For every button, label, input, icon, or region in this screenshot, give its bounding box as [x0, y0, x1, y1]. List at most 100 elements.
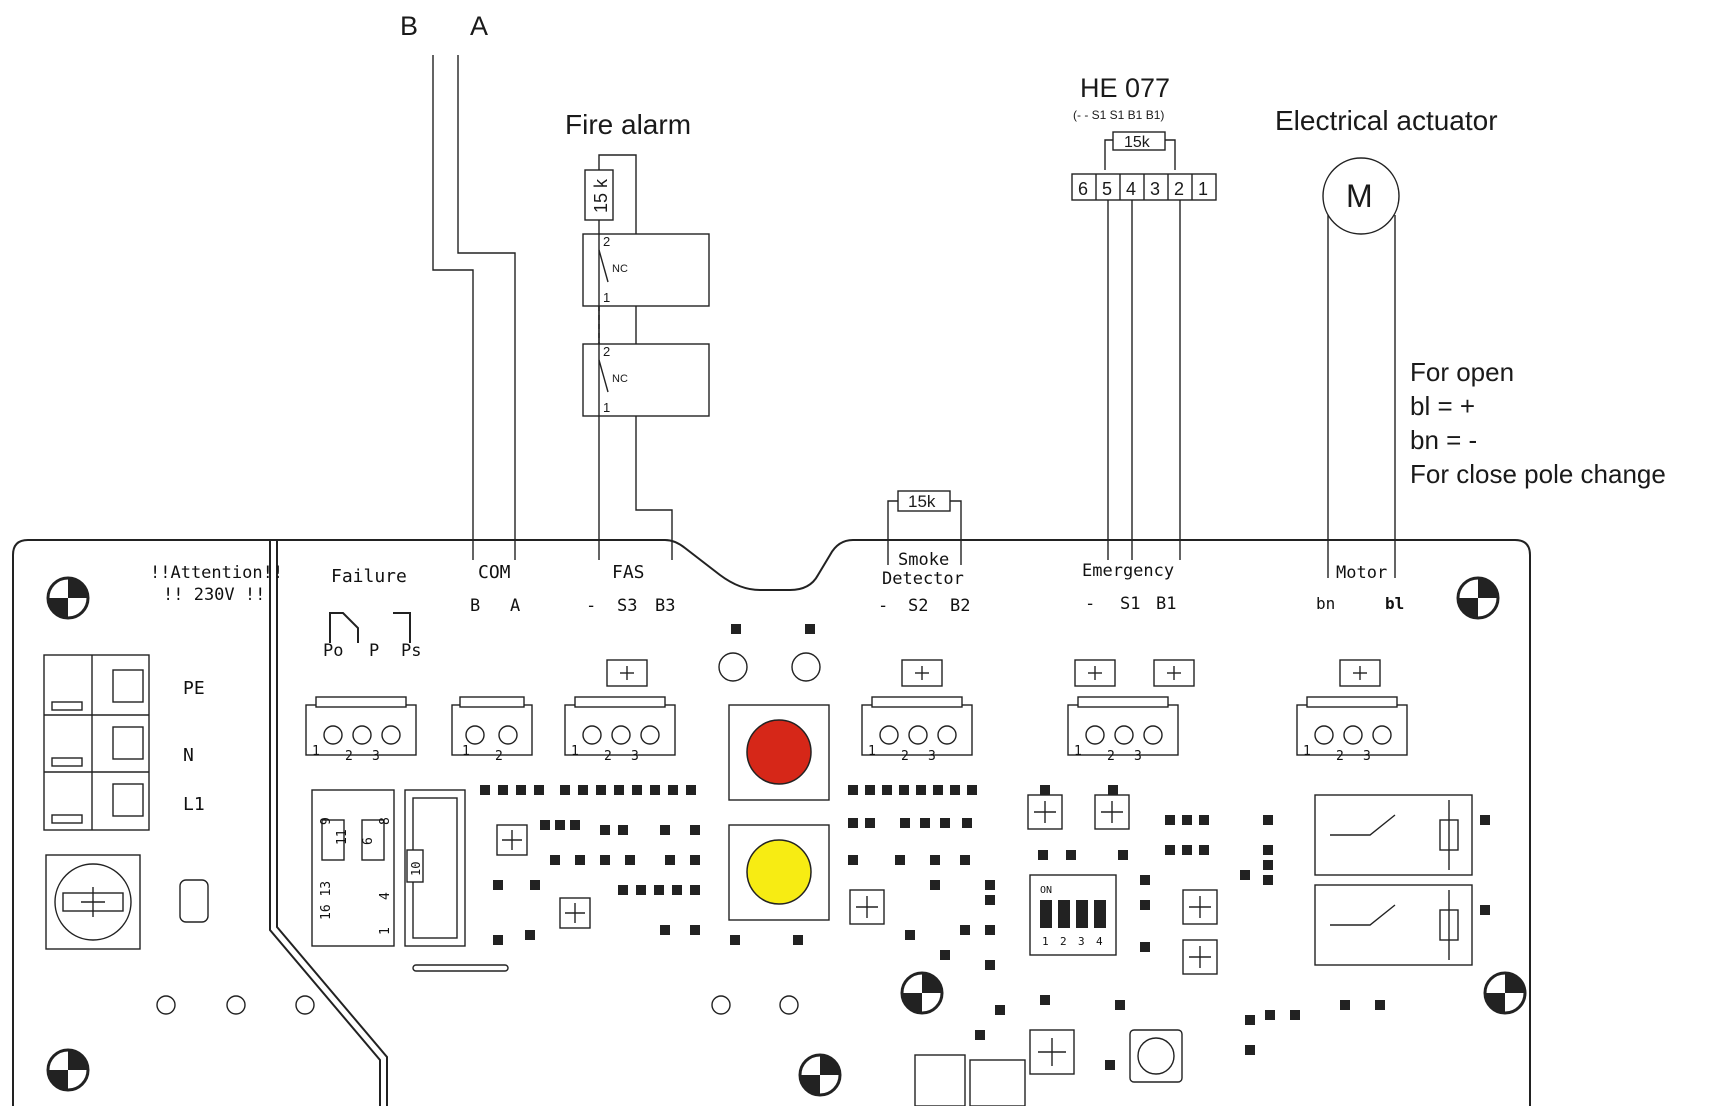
- svg-text:1: 1: [312, 744, 320, 759]
- fas-pin-minus: -: [586, 596, 596, 616]
- svg-text:2: 2: [1107, 749, 1115, 764]
- he077-pins-caption: (- - S1 S1 B1 B1): [1073, 108, 1164, 122]
- power-terminal-block: [43, 654, 150, 831]
- failure-pin-p: P: [369, 641, 379, 661]
- he077-terminal-block: [1071, 173, 1217, 201]
- fire-alarm-contact-2: [582, 343, 710, 417]
- he077-terminal-1: 1: [1198, 179, 1208, 199]
- svg-text:1: 1: [1074, 744, 1082, 759]
- com-pin-a: A: [510, 596, 520, 616]
- dip-label-4: 4: [1096, 935, 1103, 948]
- failure-connector: [305, 696, 417, 756]
- svg-text:2: 2: [901, 749, 909, 764]
- fas-pin-s3: S3: [617, 596, 637, 616]
- slot: [412, 964, 509, 972]
- mounting-hole-icon: [1456, 576, 1500, 620]
- power-label-n: N: [183, 745, 194, 766]
- emergency-pin-b1: B1: [1156, 594, 1176, 614]
- relay-1: [1314, 794, 1473, 876]
- contact-2-switch: [598, 359, 609, 393]
- failure-relay-symbol: [329, 612, 359, 643]
- mounting-hole-icon: [46, 576, 90, 620]
- hv-separator-2: [276, 540, 388, 1106]
- label-a: A: [470, 11, 488, 41]
- test-points: [156, 995, 799, 1015]
- svg-text:2: 2: [1336, 749, 1344, 764]
- fire-alarm-wire-top: [598, 154, 673, 560]
- jumper-label-16-13: 16 13: [319, 881, 334, 920]
- jumper-label-4: 4: [378, 892, 393, 900]
- smoke-pin-b2: B2: [950, 596, 970, 616]
- svg-text:1: 1: [571, 744, 579, 759]
- power-label-l1: L1: [183, 794, 205, 815]
- fire-alarm-title: Fire alarm: [565, 109, 691, 140]
- jumper-label-1: 1: [378, 927, 393, 935]
- failure-pin-po: Po: [323, 641, 343, 661]
- attention-line-2: !! 230V !!: [163, 585, 265, 605]
- motor-title: Motor: [1336, 563, 1387, 583]
- smoke-connector: [861, 696, 973, 756]
- svg-text:1: 1: [868, 744, 876, 759]
- svg-text:3: 3: [928, 749, 936, 764]
- svg-text:2: 2: [345, 749, 353, 764]
- pcb-outline: [12, 539, 1531, 1106]
- motor-pin-bn: bn: [1316, 594, 1335, 613]
- com-pin-b: B: [470, 596, 480, 616]
- svg-text:3: 3: [372, 749, 380, 764]
- crystal: [179, 879, 209, 923]
- he077-resistor: [1112, 131, 1166, 151]
- failure-title: Failure: [331, 566, 407, 587]
- fas-title: FAS: [612, 562, 645, 583]
- dip-label-2: 2: [1060, 935, 1067, 948]
- wire-a: [457, 55, 516, 560]
- power-label-pe: PE: [183, 678, 205, 699]
- wire-b: [432, 55, 474, 560]
- emergency-connector: [1067, 696, 1179, 756]
- jumper-label-6: 6: [361, 837, 376, 845]
- motor-symbol-label: M: [1346, 178, 1373, 214]
- svg-text:2: 2: [604, 749, 612, 764]
- note-line-4: For close pole change: [1410, 459, 1666, 489]
- dip-label-3: 3: [1078, 935, 1085, 948]
- svg-text:3: 3: [1363, 749, 1371, 764]
- mounting-hole-icon: [798, 1053, 842, 1097]
- mounting-hole-icon: [46, 1048, 90, 1092]
- note-line-2: bl = +: [1410, 391, 1475, 421]
- jumper-block: [311, 789, 395, 947]
- fas-connector: [564, 696, 676, 756]
- smoke-title-2: Detector: [882, 569, 964, 589]
- smoke-resistor: [897, 490, 951, 512]
- com-connector: [451, 696, 533, 756]
- red-button[interactable]: [746, 719, 812, 785]
- label-b: B: [400, 11, 418, 41]
- contact-1-pin1: 1: [603, 290, 610, 305]
- he077-terminal-4: 4: [1126, 179, 1136, 199]
- smd-leds: [606, 624, 1381, 687]
- mounting-hole-icon: [900, 971, 944, 1015]
- failure-pin-ps: Ps: [401, 641, 421, 661]
- smoke-title-1: Smoke: [898, 550, 949, 570]
- ic-chips: [496, 794, 1218, 1106]
- smoke-resistor-label: 15k: [908, 492, 936, 511]
- jumper-label-9: 9: [319, 817, 334, 825]
- he077-terminal-2: 2: [1174, 179, 1184, 199]
- motor-connector: [1296, 696, 1408, 756]
- note-line-1: For open: [1410, 357, 1514, 387]
- contact-2-pin2: 2: [603, 344, 610, 359]
- motor-symbol: [1322, 157, 1400, 235]
- svg-text:1: 1: [1303, 744, 1311, 759]
- fuse-label: 10: [409, 862, 423, 876]
- contact-1-pin2: 2: [603, 234, 610, 249]
- dip-switch[interactable]: [1029, 874, 1117, 956]
- actuator-title: Electrical actuator: [1275, 105, 1498, 136]
- yellow-button[interactable]: [746, 839, 812, 905]
- contact-2-pin1: 1: [603, 400, 610, 415]
- connector-pin-numbers: 1 2 3 1 2 1 2 3 1 2 3 1 2 3 1 2 3: [312, 744, 1371, 764]
- potentiometer: [45, 854, 141, 950]
- he077-title: HE 077: [1080, 73, 1170, 103]
- mounting-hole-icon: [1483, 971, 1527, 1015]
- com-title: COM: [478, 562, 511, 583]
- he077-terminal-6: 6: [1078, 179, 1088, 199]
- relay-2: [1314, 884, 1473, 966]
